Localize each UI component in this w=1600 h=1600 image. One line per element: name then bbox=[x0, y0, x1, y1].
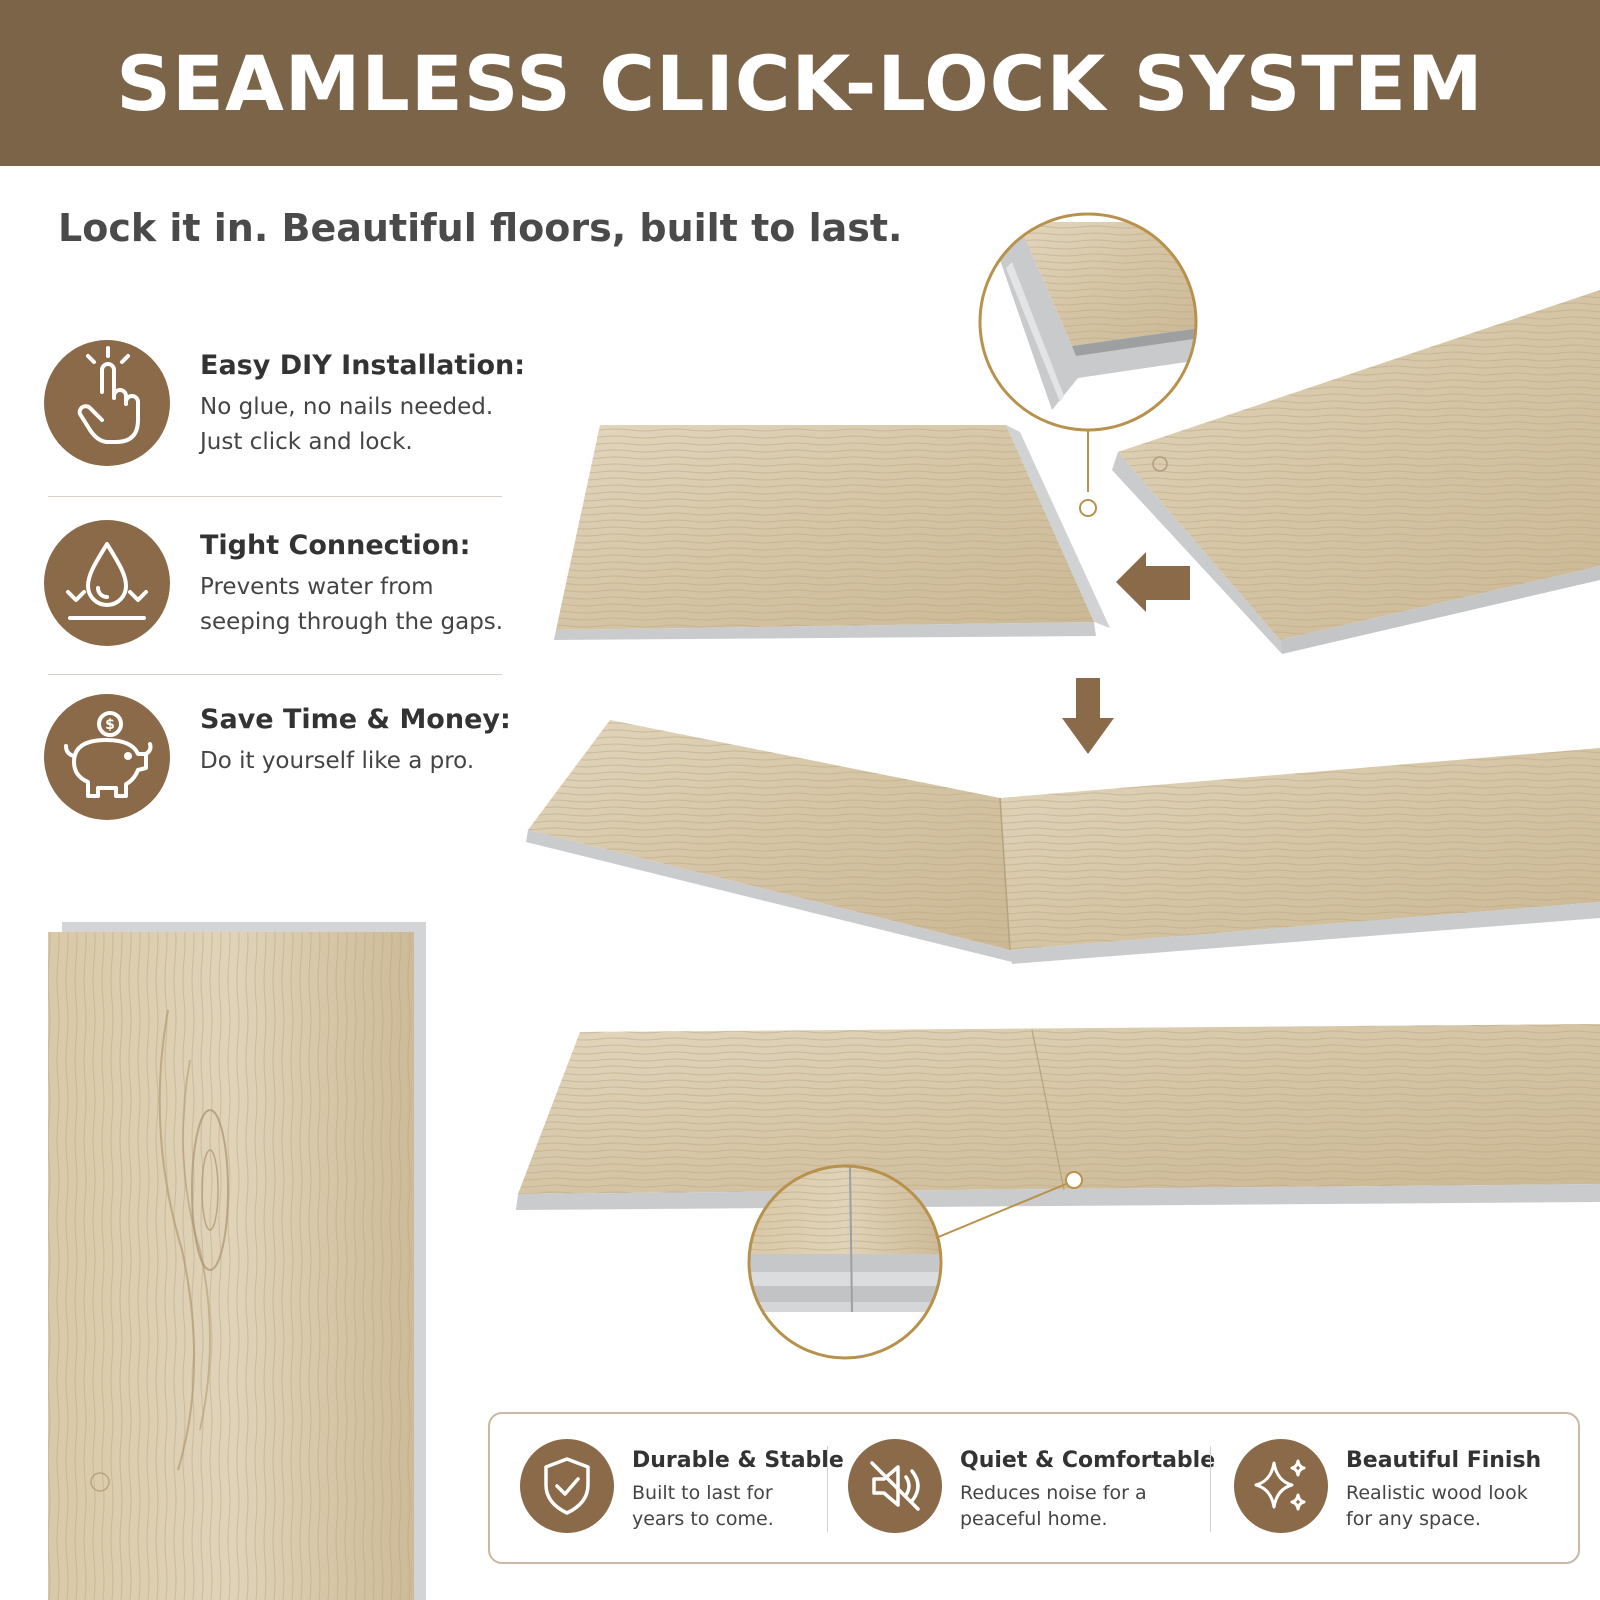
divider bbox=[48, 496, 502, 497]
feature-title: Easy DIY Installation: bbox=[200, 350, 526, 381]
feature-description: No glue, no nails needed. Just click and… bbox=[200, 394, 494, 455]
tagline: Lock it in. Beautiful floors, built to l… bbox=[58, 206, 903, 250]
divider bbox=[1210, 1446, 1211, 1532]
feature-title: Save Time & Money: bbox=[200, 704, 511, 735]
plank-assembly-locked bbox=[516, 1024, 1600, 1210]
piggy-bank-icon: $ bbox=[44, 694, 170, 820]
page-title: SEAMLESS CLICK-LOCK SYSTEM bbox=[116, 38, 1484, 128]
arrow-down-icon bbox=[1062, 678, 1114, 754]
feature-description: Prevents water from seeping through the … bbox=[200, 574, 504, 635]
feature-easy-install: Easy DIY Installation: No glue, no nails… bbox=[44, 340, 525, 470]
benefit-finish: Beautiful Finish Realistic wood look for… bbox=[1234, 1414, 1554, 1562]
benefit-title: Beautiful Finish bbox=[1346, 1448, 1542, 1473]
plank-assembly-angled bbox=[526, 720, 1600, 964]
benefit-title: Durable & Stable bbox=[632, 1448, 844, 1473]
sparkle-icon bbox=[1234, 1439, 1328, 1533]
benefit-quiet: Quiet & Comfortable Reduces noise for a … bbox=[848, 1414, 1215, 1562]
arrow-left-icon bbox=[1116, 552, 1190, 612]
feature-tight-connection: Tight Connection: Prevents water from se… bbox=[44, 520, 514, 650]
divider bbox=[827, 1446, 828, 1532]
benefits-panel: Durable & Stable Built to last for years… bbox=[488, 1412, 1580, 1564]
plank-vertical-sample bbox=[48, 922, 426, 1600]
speaker-muted-icon bbox=[848, 1439, 942, 1533]
plank-right-top bbox=[1112, 290, 1600, 654]
divider bbox=[48, 674, 502, 675]
feature-title: Tight Connection: bbox=[200, 530, 471, 561]
benefit-durable: Durable & Stable Built to last for years… bbox=[520, 1414, 844, 1562]
feature-description: Do it yourself like a pro. bbox=[200, 748, 475, 774]
connection-detail-top bbox=[978, 212, 1198, 517]
connection-detail-bottom bbox=[747, 1164, 1067, 1360]
benefit-title: Quiet & Comfortable bbox=[960, 1448, 1216, 1473]
benefit-description: Realistic wood look for any space. bbox=[1346, 1482, 1528, 1530]
water-drop-icon bbox=[44, 520, 170, 646]
benefit-description: Built to last for years to come. bbox=[632, 1482, 774, 1530]
header-banner: SEAMLESS CLICK-LOCK SYSTEM bbox=[0, 0, 1600, 166]
feature-save-money: $ Save Time & Money: Do it yourself like… bbox=[44, 694, 514, 824]
hand-click-icon bbox=[44, 340, 170, 466]
svg-text:$: $ bbox=[105, 717, 115, 733]
benefit-description: Reduces noise for a peaceful home. bbox=[960, 1482, 1147, 1530]
shield-check-icon bbox=[520, 1439, 614, 1533]
plank-left-top bbox=[554, 425, 1110, 640]
